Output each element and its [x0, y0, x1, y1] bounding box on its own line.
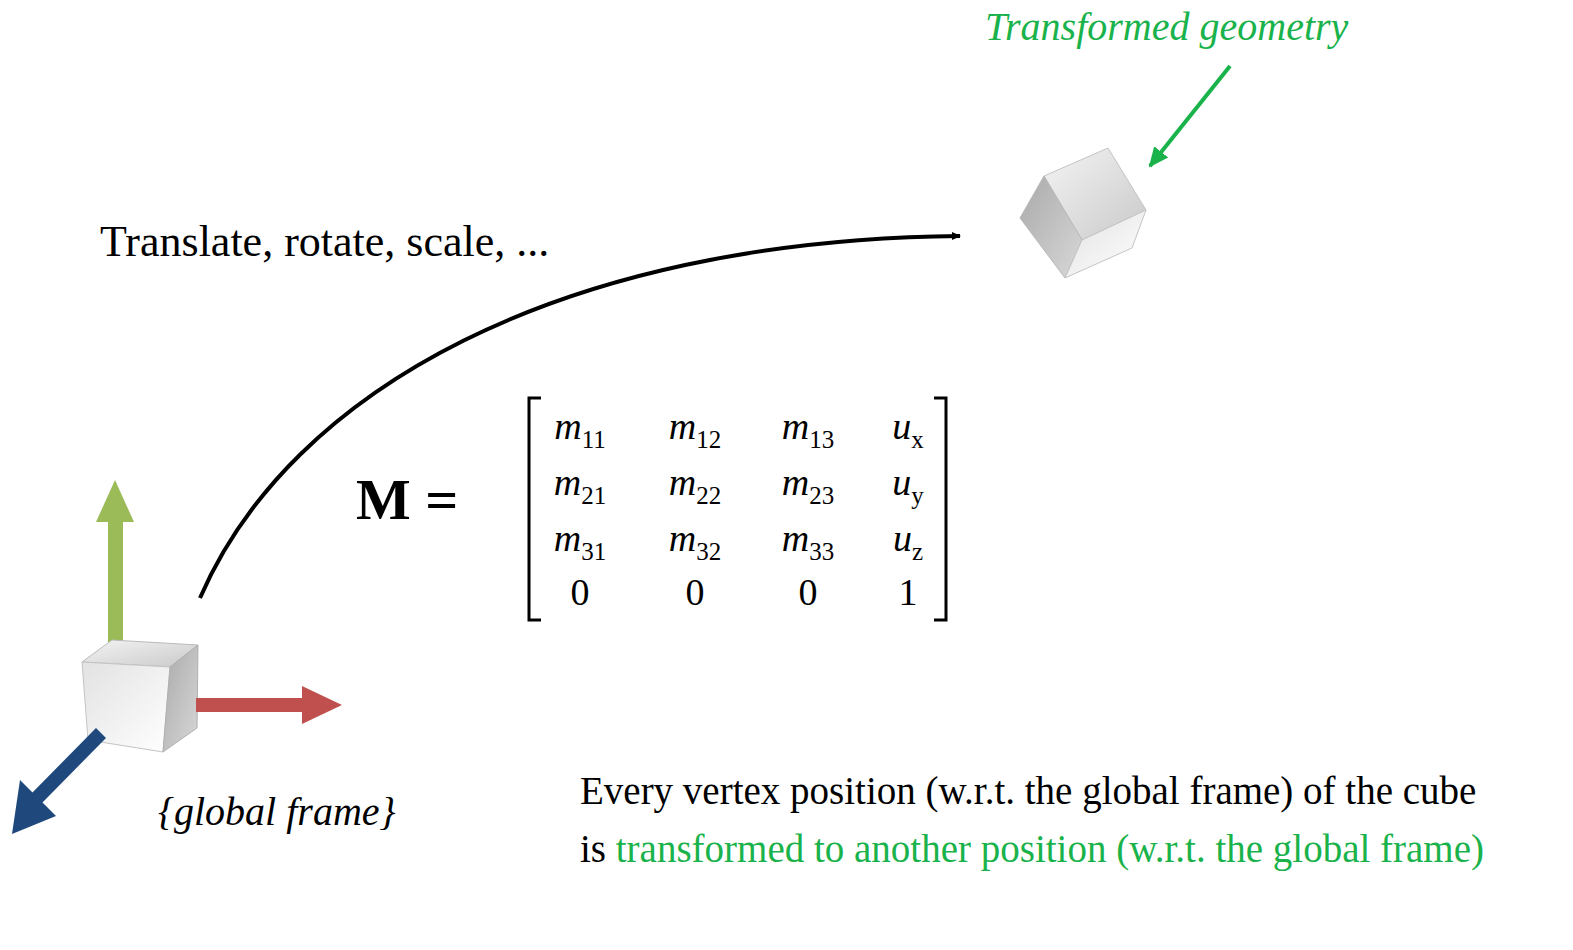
matrix-entry: 0 [571, 570, 590, 614]
matrix-symbol: m [669, 461, 696, 503]
matrix-value: 0 [686, 571, 705, 613]
matrix-entry: 0 [799, 570, 818, 614]
matrix-entry: uy [892, 460, 924, 518]
matrix-value: 0 [799, 571, 818, 613]
matrix-entry: 0 [686, 570, 705, 614]
matrix-subscript: 33 [809, 538, 834, 565]
matrix-entry: m13 [782, 404, 834, 462]
matrix-subscript: z [912, 538, 923, 565]
pointer-arrow [1150, 66, 1230, 166]
matrix-symbol: m [554, 405, 581, 447]
matrix-subscript: 22 [696, 482, 721, 509]
transform-arrow [200, 236, 960, 598]
matrix-entry: m11 [554, 404, 606, 462]
matrix-symbol: m [669, 405, 696, 447]
matrix-subscript: 31 [581, 538, 606, 565]
matrix-entry: m32 [669, 516, 721, 574]
matrix-symbol: m [554, 517, 581, 559]
matrix-symbol: u [893, 517, 912, 559]
matrix-subscript: y [911, 482, 924, 509]
matrix-bracket-right [934, 398, 946, 620]
matrix-entry: m21 [554, 460, 606, 518]
operation-label: Translate, rotate, scale, ... [100, 216, 549, 267]
matrix-subscript: 23 [809, 482, 834, 509]
matrix-symbol: m [782, 405, 809, 447]
matrix-subscript: 21 [581, 482, 606, 509]
matrix-symbol: m [669, 517, 696, 559]
callout-label: Transformed geometry [985, 3, 1348, 50]
matrix-bracket-left [529, 398, 541, 620]
description-highlight: transformed to another position (w.r.t. … [616, 827, 1484, 870]
matrix-entry: ux [892, 404, 924, 462]
matrix-entry: 1 [899, 570, 918, 614]
matrix-subscript: 32 [696, 538, 721, 565]
matrix-value: 1 [899, 571, 918, 613]
matrix-symbol: m [554, 461, 581, 503]
matrix-entry: m22 [669, 460, 721, 518]
transformed-cube [1020, 148, 1146, 278]
matrix-entry: m12 [669, 404, 721, 462]
matrix-symbol: m [782, 461, 809, 503]
matrix-subscript: 12 [696, 426, 721, 453]
frame-label: {global frame} [158, 788, 396, 835]
matrix-subscript: 13 [809, 426, 834, 453]
matrix-entry: uz [893, 516, 923, 574]
matrix-subscript: x [911, 426, 924, 453]
description: Every vertex position (w.r.t. the global… [580, 762, 1570, 878]
matrix-value: 0 [571, 571, 590, 613]
matrix-entry: m31 [554, 516, 606, 574]
x-axis [196, 686, 342, 724]
matrix-name: M = [356, 466, 458, 533]
matrix-entry: m23 [782, 460, 834, 518]
y-axis [96, 480, 134, 650]
matrix-subscript: 11 [582, 426, 606, 453]
matrix-entry: m33 [782, 516, 834, 574]
matrix-symbol: u [892, 461, 911, 503]
matrix-symbol: u [892, 405, 911, 447]
matrix-symbol: m [782, 517, 809, 559]
z-axis [12, 728, 106, 834]
